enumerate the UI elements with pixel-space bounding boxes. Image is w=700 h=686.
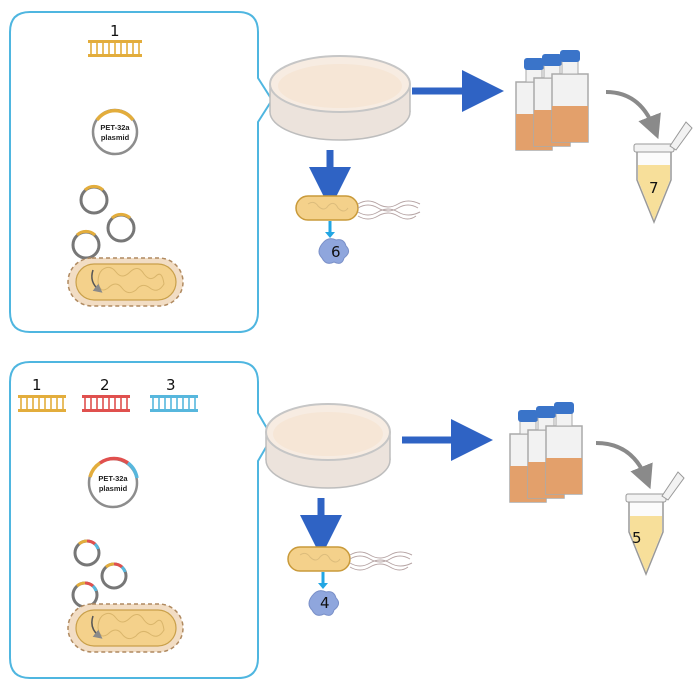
bottom-row: 1 2 3 PET-32a xyxy=(9,361,685,679)
bottom-construct-panel xyxy=(9,361,274,679)
top-plasmid-label-1: PET-32a xyxy=(100,123,130,132)
top-tube-label: 7 xyxy=(649,179,659,197)
bottom-expression-bacterium xyxy=(287,546,413,572)
bottom-gene-3 xyxy=(150,395,198,412)
bottom-secretion-arrowhead xyxy=(318,583,328,589)
top-secretion-arrowhead xyxy=(325,232,335,238)
bottom-plasmid-label-2: plasmid xyxy=(99,484,128,493)
bottom-gene-3-label: 3 xyxy=(166,376,176,394)
top-protein-blob xyxy=(318,238,350,264)
top-expression-bacterium xyxy=(295,195,421,221)
bottom-gene-2 xyxy=(82,395,130,412)
top-tube xyxy=(633,121,693,224)
bottom-plasmid: PET-32a plasmid xyxy=(87,456,139,509)
bottom-gene-1-label: 1 xyxy=(32,376,42,394)
bottom-protein-label: 4 xyxy=(320,594,330,612)
bottom-tube xyxy=(625,471,685,576)
top-plasmid: PET-32a plasmid xyxy=(91,108,139,156)
top-row: 1 PET-32a plasmid xyxy=(9,11,693,333)
top-petri-dish xyxy=(269,55,411,141)
bottom-gene-1 xyxy=(18,395,66,412)
bottom-tube-label: 5 xyxy=(632,529,642,547)
top-protein-label: 6 xyxy=(331,243,341,261)
top-culture-flasks xyxy=(515,50,589,151)
top-plasmid-label-2: plasmid xyxy=(101,133,130,142)
bottom-petri-dish xyxy=(265,403,391,489)
top-plasmid-copies xyxy=(71,184,136,260)
top-gene-1 xyxy=(88,40,142,57)
top-arrow-to-tube xyxy=(605,90,661,140)
top-gene-1-label: 1 xyxy=(110,22,120,40)
bottom-culture-flasks xyxy=(509,402,583,503)
bottom-plasmid-label-1: PET-32a xyxy=(98,474,128,483)
bottom-host-bacterium xyxy=(67,603,184,653)
bottom-protein-blob xyxy=(308,590,340,616)
bottom-plasmid-copies xyxy=(71,539,128,609)
bottom-gene-2-label: 2 xyxy=(100,376,110,394)
top-host-bacterium xyxy=(67,257,184,307)
bottom-arrow-to-tube xyxy=(595,441,653,490)
